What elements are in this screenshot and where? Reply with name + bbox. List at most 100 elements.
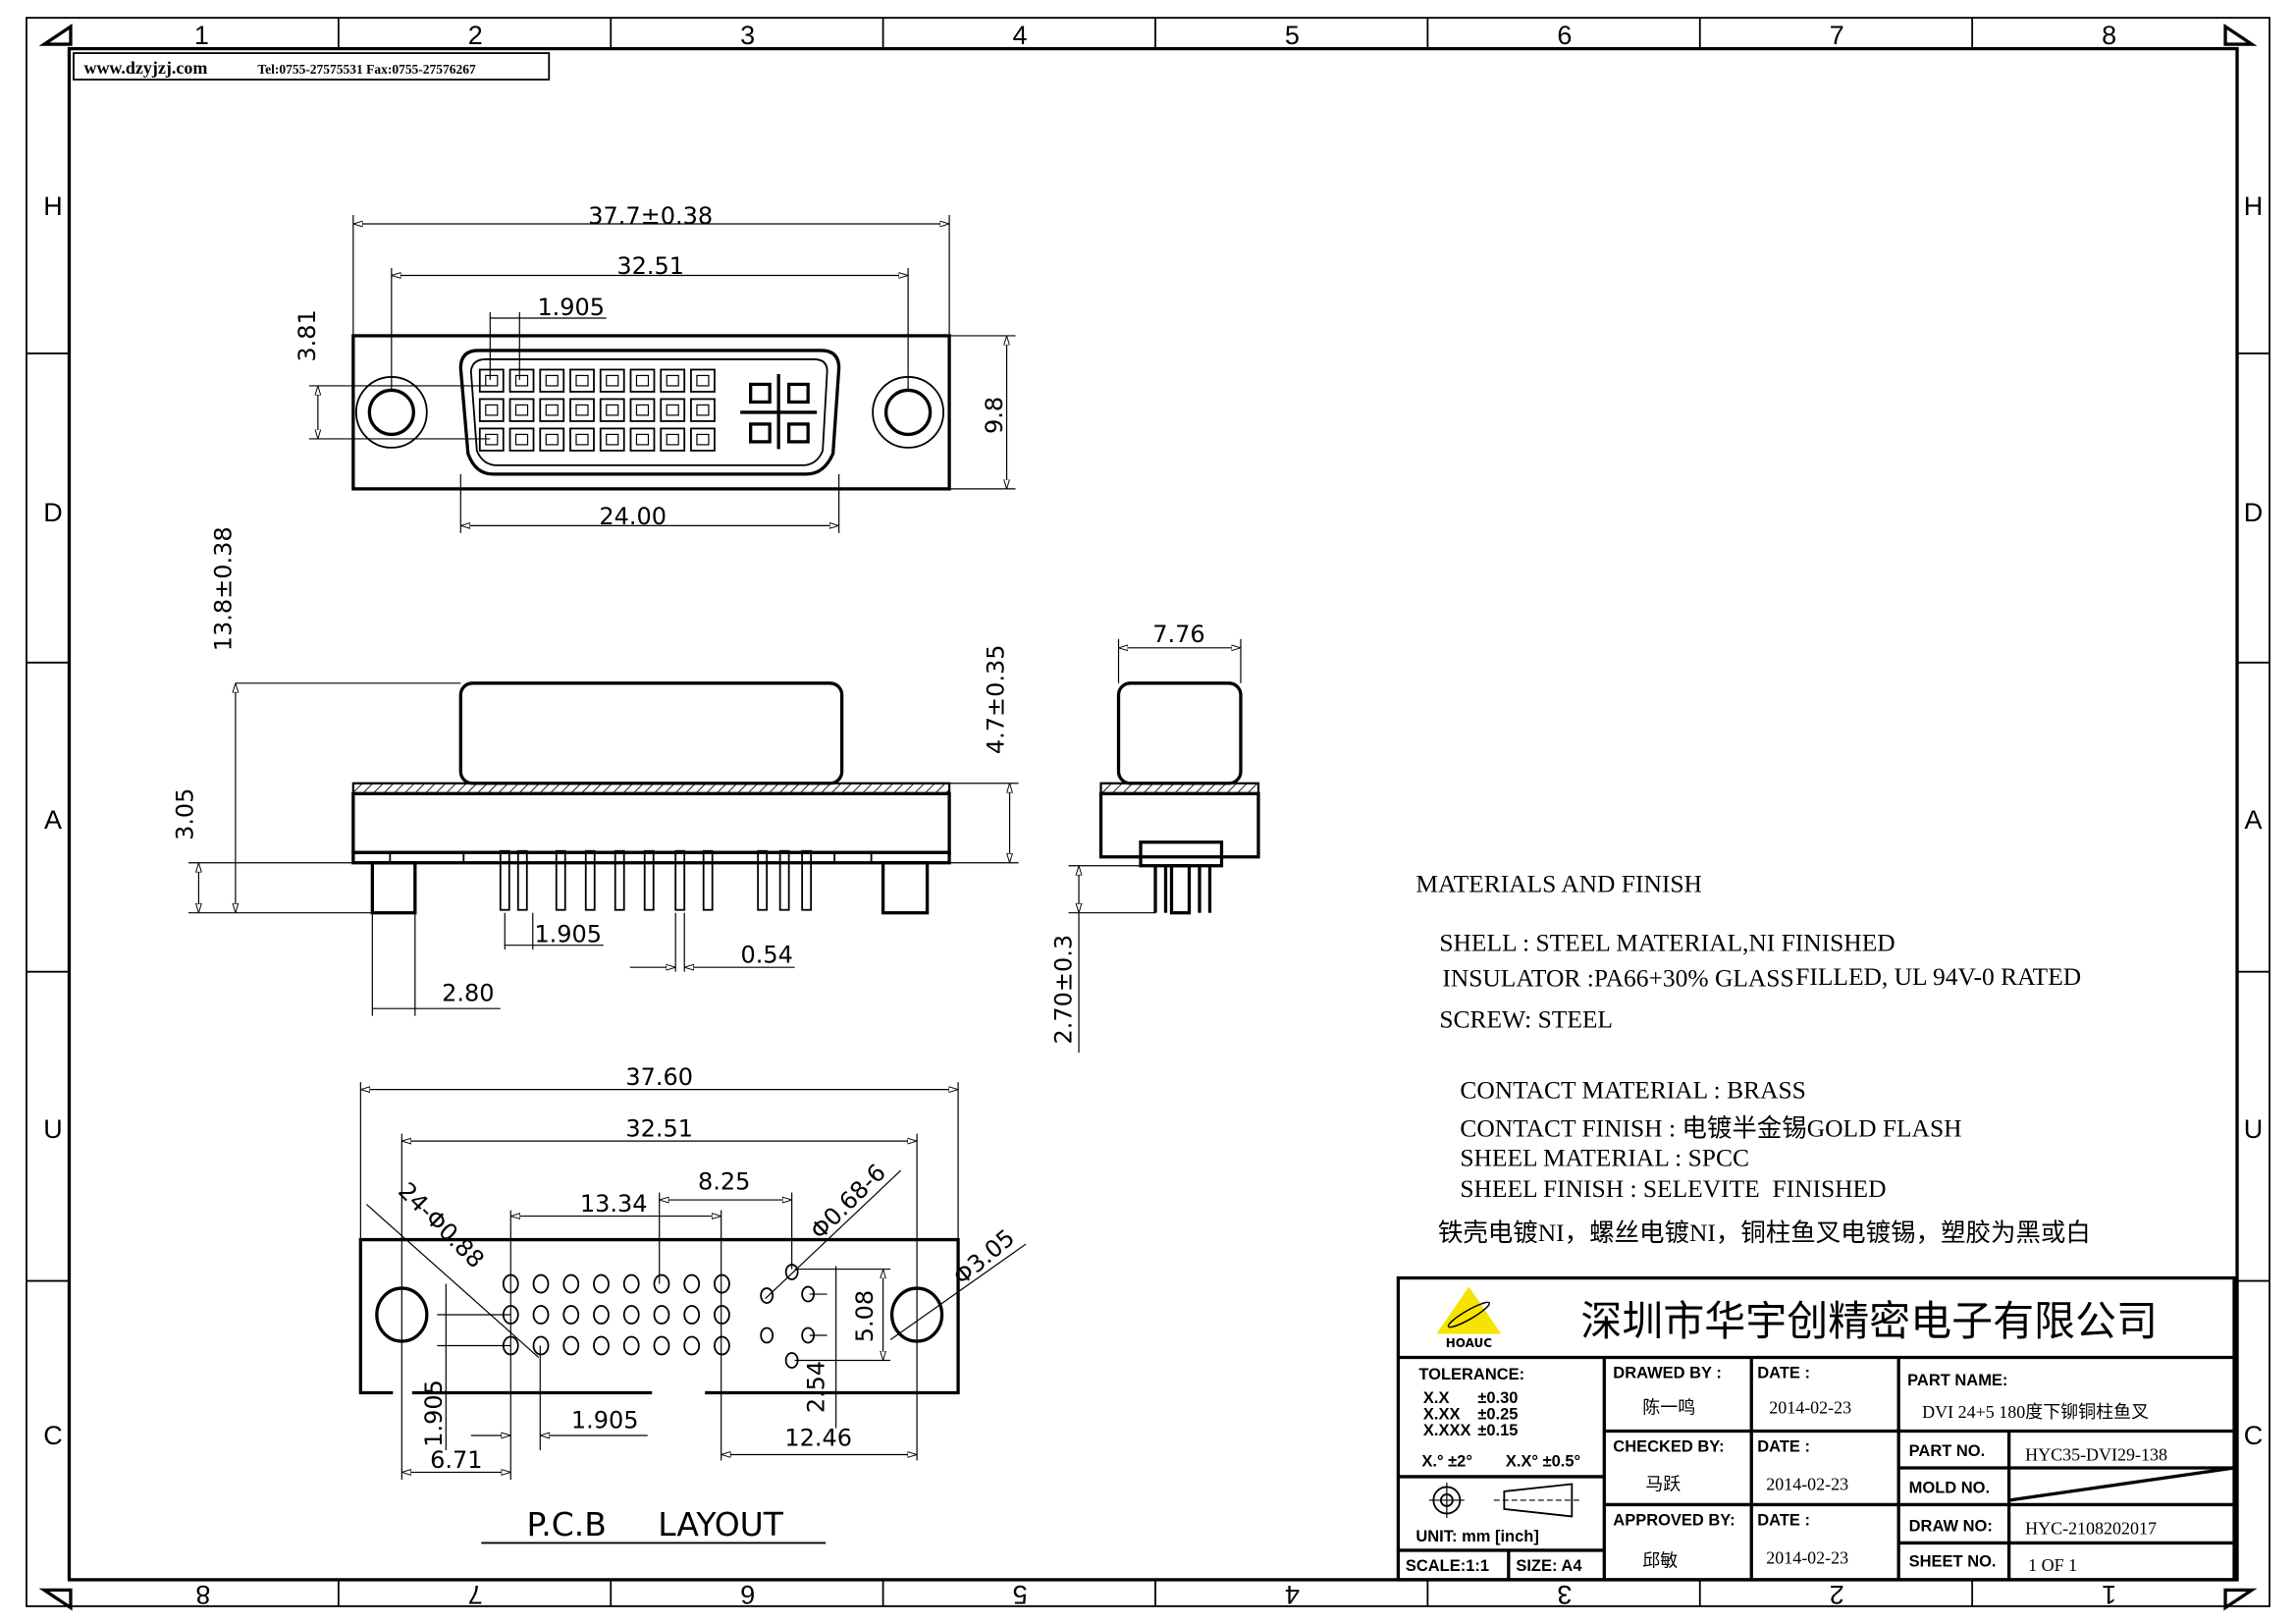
dim-analog-pitch: 2.54 xyxy=(803,1361,830,1413)
column-label: 6 xyxy=(740,1580,755,1609)
materials-contact-finish: CONTACT FINISH : 电镀半金锡GOLD FLASH xyxy=(1460,1114,1961,1143)
svg-text:HOAUC: HOAUC xyxy=(1446,1336,1493,1350)
signal-hole xyxy=(622,1335,640,1356)
pcb-layout-title: P.C.B LAYOUT xyxy=(527,1505,784,1543)
dim-flange-to-post: 3.05 xyxy=(171,788,198,840)
signal-hole xyxy=(593,1335,610,1356)
analog-hole xyxy=(760,1287,774,1304)
angle-tolerance: X.° ±2° xyxy=(1421,1452,1472,1470)
unit-label: UNIT: mm [inch] xyxy=(1415,1528,1538,1545)
dim-housing-height: 4.7±0.35 xyxy=(983,645,1010,755)
signal-hole xyxy=(653,1335,670,1356)
dim-post-width: 2.80 xyxy=(442,980,494,1007)
column-label: 7 xyxy=(1830,21,1844,50)
dim-height: 9.8 xyxy=(981,397,1008,434)
contact-cavity xyxy=(508,427,535,452)
dim-offset-right: 12.46 xyxy=(784,1424,852,1451)
signal-hole xyxy=(532,1273,550,1294)
board-lock-post xyxy=(370,861,417,915)
dim-span-8: 8.25 xyxy=(698,1168,750,1196)
signal-hole xyxy=(714,1305,730,1325)
contact-cavity xyxy=(569,427,595,452)
signal-hole xyxy=(562,1335,580,1356)
column-label: 6 xyxy=(1557,21,1572,50)
signal-hole xyxy=(593,1305,610,1325)
website-link[interactable]: www.dzyjzj.com xyxy=(83,58,207,78)
size-label: SIZE: A4 xyxy=(1516,1557,1582,1575)
contact-tail xyxy=(702,849,714,911)
row-label: U xyxy=(43,1114,62,1144)
angle-tolerance-2: X.X° ±0.5° xyxy=(1506,1452,1580,1470)
contact xyxy=(485,374,499,387)
contact-cavity xyxy=(599,398,625,422)
column-label: 8 xyxy=(2102,21,2116,50)
contact-tail xyxy=(757,849,769,911)
materials-note-cn: 铁壳电镀NI，螺丝电镀NI，铜柱鱼叉电镀锡，塑胶为黑或白 xyxy=(1438,1218,2091,1247)
column-label: 7 xyxy=(468,1580,483,1609)
contact xyxy=(575,404,589,416)
signal-hole xyxy=(653,1273,670,1294)
contact-tail xyxy=(555,849,566,911)
date-approved: 2014-02-23 xyxy=(1766,1547,1848,1567)
contact-tail xyxy=(516,849,528,911)
contact-tail xyxy=(499,849,510,911)
dim-row-span: 3.81 xyxy=(294,309,321,361)
dim-pin-length: 2.70±0.3 xyxy=(1050,935,1078,1045)
row-label: D xyxy=(43,498,62,527)
title-block: HOAUC 深圳市华宇创精密电子有限公司 TOLERANCE: X.X ±0.3… xyxy=(1396,1275,2236,1582)
mold-no-label: MOLD NO. xyxy=(1909,1479,1990,1496)
column-label: 2 xyxy=(1830,1580,1844,1609)
contact xyxy=(545,374,559,387)
signal-hole xyxy=(532,1335,550,1356)
contact xyxy=(635,374,650,387)
contact xyxy=(696,433,710,446)
signal-hole xyxy=(653,1305,670,1325)
column-label: 3 xyxy=(1557,1580,1572,1609)
contact xyxy=(606,433,619,446)
contact xyxy=(575,374,589,387)
tolerance-value: ±0.25 xyxy=(1477,1405,1518,1423)
row-label: U xyxy=(2244,1114,2263,1144)
row-label: A xyxy=(44,805,62,835)
dim-total-height: 13.8±0.38 xyxy=(209,526,237,651)
contact-cavity xyxy=(629,398,656,422)
materials-insulator-tail: FILLED, UL 94V-0 RATED xyxy=(1795,962,2081,991)
approved-by-label: APPROVED BY: xyxy=(1613,1511,1735,1529)
signal-hole xyxy=(622,1305,640,1325)
signal-hole xyxy=(593,1273,610,1294)
materials-shell: SHELL : STEEL MATERIAL,NI FINISHED xyxy=(1439,929,1895,957)
signal-hole xyxy=(562,1273,580,1294)
date-label: DATE : xyxy=(1757,1365,1810,1382)
contact-cavity xyxy=(539,368,565,393)
contact-tail xyxy=(674,849,686,911)
tolerance-label: TOLERANCE: xyxy=(1418,1366,1524,1383)
contact-info: Tel:0755-27575531 Fax:0755-27576267 xyxy=(257,62,476,77)
contact-tail xyxy=(643,849,655,911)
signal-hole xyxy=(714,1335,730,1356)
board-lock-post xyxy=(881,861,930,915)
drawed-by: 陈一鸣 xyxy=(1642,1397,1695,1417)
contact xyxy=(514,404,529,416)
contact xyxy=(514,374,529,387)
contact xyxy=(485,404,499,416)
pcb-layout: 37.60 32.51 13.34 8.25 24-Φ0.88 Φ0.68-6 … xyxy=(358,1063,1027,1544)
dim-pin-width: 0.54 xyxy=(740,942,792,969)
contact-cavity xyxy=(629,368,656,393)
contact-cavity xyxy=(539,398,565,422)
date-label: DATE : xyxy=(1757,1437,1810,1455)
contact-cavity xyxy=(690,368,716,393)
dim-housing-width: 7.76 xyxy=(1152,621,1204,648)
dim-pin-pitch: 1.905 xyxy=(534,921,602,948)
contact-cavity xyxy=(599,427,625,452)
checked-by-label: CHECKED BY: xyxy=(1613,1437,1724,1455)
drawing-frame: 1 2 3 4 5 6 7 8 1 2 3 4 5 6 7 8 H D A U … xyxy=(26,17,2270,1611)
column-label: 8 xyxy=(195,1580,210,1609)
draw-no: HYC-2108202017 xyxy=(2025,1518,2157,1538)
materials-contact: CONTACT MATERIAL : BRASS xyxy=(1460,1076,1805,1105)
row-label: H xyxy=(2244,191,2263,221)
contact-cavity xyxy=(569,398,595,422)
front-view: 37.7±0.38 32.51 1.905 3.81 9.8 24.00 xyxy=(294,202,1016,533)
contact xyxy=(606,374,619,387)
tolerance-key: X.X xyxy=(1423,1389,1450,1407)
